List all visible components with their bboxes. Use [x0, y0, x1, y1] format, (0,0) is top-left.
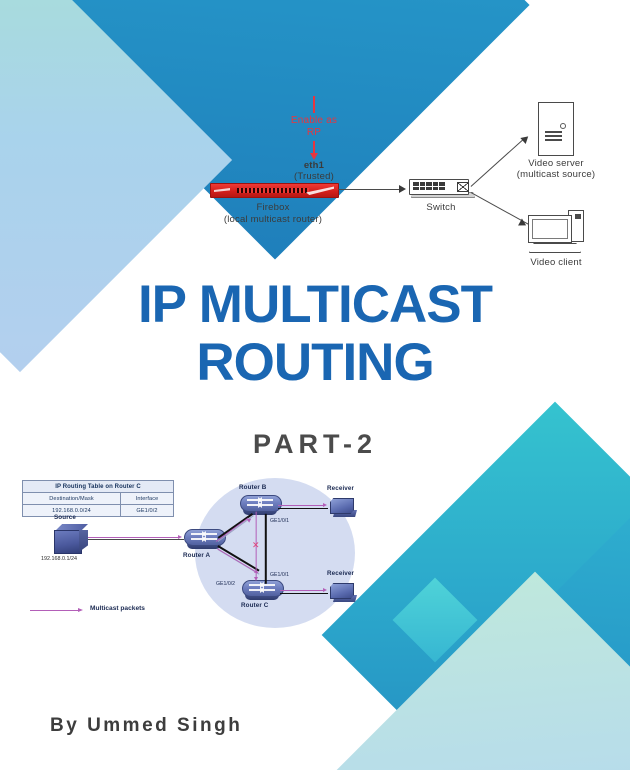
- router-c-label: Router C: [241, 602, 269, 609]
- rp-arrow-head: [310, 153, 318, 160]
- routing-table-title: IP Routing Table on Router C: [22, 480, 174, 493]
- firebox-label-line1: Firebox: [256, 202, 290, 213]
- interface-label-trusted: (Trusted): [294, 171, 334, 182]
- rp-note-line2: RP: [306, 127, 322, 138]
- link-firebox-switch: [338, 189, 401, 191]
- firebox-appliance-icon: [210, 183, 339, 198]
- decor-diamond-top-left-dark: [0, 0, 213, 173]
- decor-diamond-bottom-right-blue2: [437, 497, 630, 770]
- rp-arrow-lower-stem: [313, 141, 315, 154]
- link-source-routera: [88, 539, 184, 541]
- link-switch-server-arrow: [520, 133, 531, 144]
- router-b-icon: [240, 495, 282, 516]
- source-ip-label: 192.168.0.1/24: [41, 556, 77, 562]
- switch-icon: [409, 179, 475, 198]
- legend-label: Multicast packets: [90, 605, 145, 612]
- interface-label-router-c-ge1-0-1: GE1/0/1: [270, 572, 290, 578]
- video-client-label: Video client: [530, 257, 582, 268]
- legend-multicast-packets: Multicast packets: [30, 605, 200, 617]
- receiver-top-label: Receiver: [327, 485, 355, 492]
- title-line-1: IP MULTICAST: [137, 275, 493, 334]
- multicast-flow-routerc-receiver-arrow: [323, 587, 327, 592]
- table-row: 192.168.0.0/24 GE1/0/2: [21, 504, 174, 517]
- multicast-flow-routerb-receiver-arrow: [323, 502, 327, 507]
- router-a-label: Router A: [183, 552, 211, 559]
- video-server-label-line1: Video server: [528, 158, 584, 169]
- page-subtitle: PART-2: [252, 429, 377, 459]
- link-switch-client-arrow: [518, 218, 529, 229]
- video-client-icon: [528, 210, 584, 254]
- interface-label-eth1: eth1: [303, 160, 325, 171]
- rp-note-line1: Enable as: [290, 115, 338, 126]
- source-label: Source: [54, 514, 76, 521]
- router-a-icon: [184, 529, 226, 550]
- interface-label-router-c-ge1-0-2: GE1/0/2: [216, 581, 236, 587]
- blocked-path-x-icon: ✕: [252, 540, 260, 550]
- video-server-icon: [538, 102, 574, 156]
- interface-label-router-b-ge1-0-1: GE1/0/1: [270, 518, 290, 524]
- multicast-flow-routerc-receiver: [280, 590, 325, 592]
- router-b-label: Router B: [239, 484, 267, 491]
- routing-table-col-interface: Interface: [120, 492, 174, 505]
- page-title: IP MULTICAST ROUTING: [0, 276, 630, 392]
- switch-label: Switch: [426, 202, 456, 213]
- decor-diamond-bottom-right-small: [392, 577, 478, 663]
- top-network-diagram: Enable as RP eth1 (Trusted) Firebox (loc…: [196, 96, 630, 278]
- router-c-icon: [242, 580, 284, 601]
- video-server-label-line2: (multicast source): [516, 169, 596, 180]
- multicast-flow-routerb-receiver: [278, 505, 325, 507]
- routing-table-col-destination: Destination/Mask: [21, 492, 122, 505]
- link-routerb-routerc: [265, 513, 267, 584]
- ip-routing-table: IP Routing Table on Router C Destination…: [21, 480, 174, 517]
- legend-line: [30, 610, 78, 612]
- bottom-network-diagram: IP Routing Table on Router C Destination…: [10, 475, 390, 640]
- rp-arrow-upper-stem: [313, 96, 315, 113]
- receiver-bottom-icon: [330, 583, 358, 603]
- multicast-flow-routerb-routerc-arrow: [254, 577, 258, 581]
- multicast-flow-source-routera: [88, 537, 180, 539]
- multicast-flow-source-routera-arrow: [178, 534, 182, 539]
- source-host-icon: [54, 524, 88, 554]
- legend-arrow-head-icon: [78, 607, 83, 612]
- link-routerb-receiver-top: [278, 508, 328, 510]
- link-routerc-receiver-bottom: [280, 593, 328, 595]
- receiver-top-icon: [330, 498, 358, 518]
- link-firebox-switch-arrow: [399, 185, 406, 193]
- routing-table-cell-destination: 192.168.0.0/24: [21, 504, 122, 517]
- firebox-label-line2: (local multicast router): [223, 214, 323, 225]
- title-line-2: ROUTING: [196, 333, 434, 392]
- receiver-bottom-label: Receiver: [327, 570, 355, 577]
- routing-table-cell-interface: GE1/0/2: [120, 504, 174, 517]
- author-byline: By Ummed Singh: [50, 715, 243, 736]
